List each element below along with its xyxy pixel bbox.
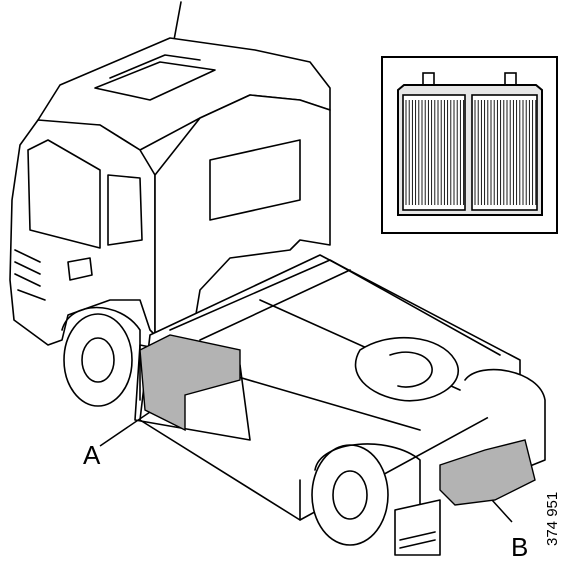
- leader-line-a: [99, 411, 151, 447]
- windshield: [27, 139, 101, 249]
- headlight: [67, 257, 93, 281]
- roof-hatch: [94, 61, 216, 101]
- front-fender: [61, 306, 141, 401]
- mudflap-stripes: [399, 531, 436, 549]
- callout-b: B: [511, 532, 529, 561]
- mudflap: [394, 499, 441, 556]
- front-wheel-hub: [81, 337, 115, 383]
- fifth-wheel: [354, 336, 459, 402]
- side-window: [107, 174, 143, 246]
- reference-number: 374 951: [544, 491, 561, 546]
- roof-line: [109, 54, 201, 79]
- battery-location-b: [439, 439, 536, 506]
- rear-fender: [314, 443, 421, 531]
- leader-line-b: [491, 499, 513, 523]
- battery-icon: [397, 72, 543, 216]
- callout-a: A: [83, 440, 101, 470]
- rear-wheel-hub: [332, 470, 368, 520]
- fifth-wheel-slot: [389, 351, 433, 388]
- chassis-rails: [169, 259, 501, 521]
- battery-location-a: [139, 334, 241, 432]
- rear-wheel: [311, 444, 389, 546]
- antenna-line: [173, 1, 182, 41]
- grille: [14, 249, 46, 301]
- cab-back-panel: [209, 139, 301, 221]
- front-wheel: [63, 313, 133, 407]
- cab-front: [9, 119, 156, 346]
